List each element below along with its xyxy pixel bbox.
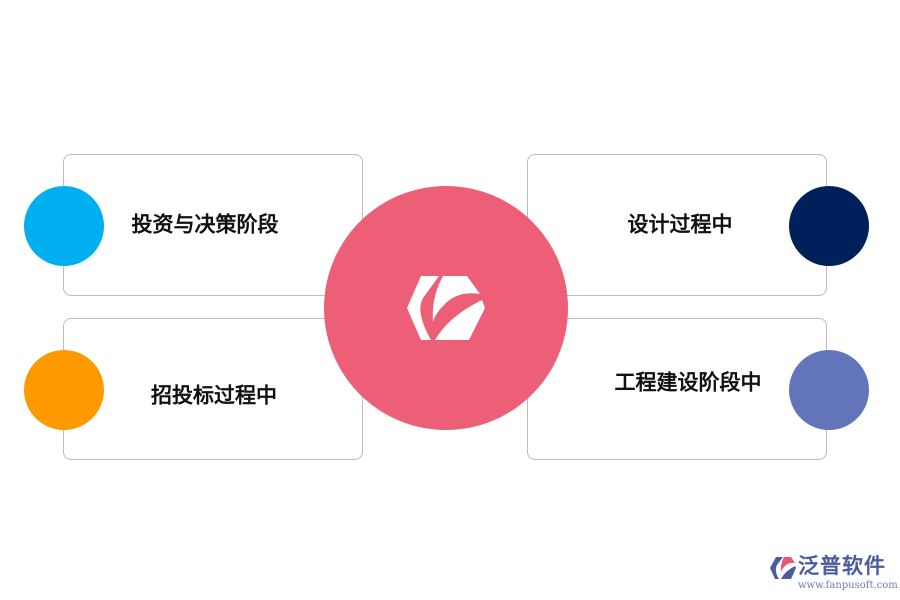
brand-url: www.fanpusoft.com (798, 580, 898, 591)
stage-dot-bidding (24, 350, 104, 430)
stage-dot-design (789, 186, 869, 266)
center-circle (324, 186, 568, 430)
fanpu-logo-icon (407, 276, 485, 340)
stage-label-design: 设计过程中 (627, 212, 733, 237)
brand-watermark: 泛普软件 www.fanpusoft.com (770, 553, 898, 595)
stage-card-construction (527, 318, 827, 460)
stage-card-investment (63, 154, 363, 296)
stage-card-bidding (63, 318, 363, 460)
stage-dot-construction (789, 350, 869, 430)
stage-label-construction: 工程建设阶段中 (614, 370, 762, 395)
stage-card-design (527, 154, 827, 296)
stage-label-investment: 投资与决策阶段 (131, 212, 279, 237)
stage-label-bidding: 招投标过程中 (151, 383, 277, 408)
fanpu-brand-icon (770, 557, 796, 579)
stage-dot-investment (24, 186, 104, 266)
brand-name: 泛普软件 (798, 554, 886, 578)
